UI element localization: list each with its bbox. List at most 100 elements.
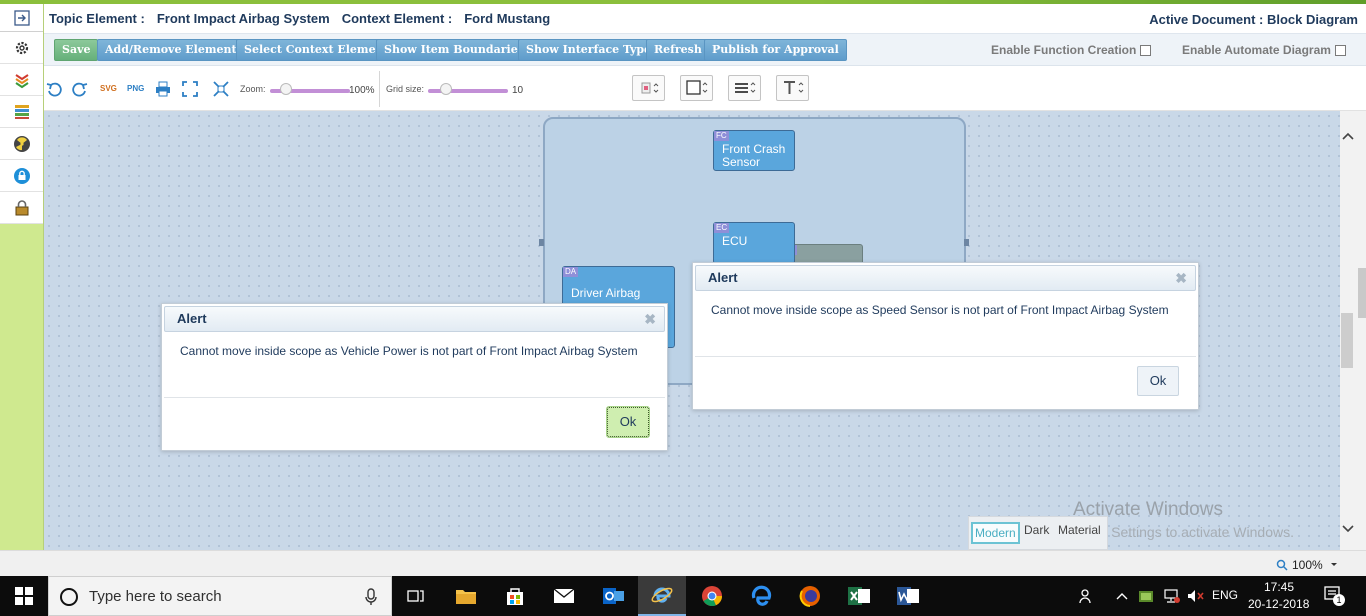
block-label: ECU — [722, 234, 748, 248]
padlock-icon — [15, 199, 28, 215]
enable-automate-diagram-option[interactable]: Enable Automate Diagram — [1182, 43, 1346, 57]
page-scrollbar-thumb[interactable] — [1358, 268, 1366, 318]
border-style-dropdown[interactable] — [680, 75, 713, 101]
save-button[interactable]: Save — [54, 39, 99, 61]
grid-size-slider-knob[interactable] — [440, 83, 452, 95]
show-interface-type-button[interactable]: Show Interface Type — [518, 39, 660, 61]
block-label: Driver Airbag — [571, 286, 641, 300]
zoom-slider-knob[interactable] — [280, 83, 292, 95]
people-icon[interactable] — [1079, 588, 1095, 604]
alert-title-text: Alert — [708, 270, 738, 285]
fill-color-dropdown[interactable] — [632, 75, 665, 101]
internet-explorer-icon — [651, 587, 673, 603]
theme-dark-button[interactable]: Dark — [1024, 523, 1050, 537]
sidebar-item-security[interactable] — [0, 192, 43, 224]
taskbar-file-explorer[interactable] — [442, 576, 490, 616]
collapse-sidebar-button[interactable] — [0, 4, 43, 32]
close-icon[interactable]: ✖ — [1175, 270, 1187, 286]
undo-icon[interactable] — [46, 81, 62, 97]
scroll-up-icon[interactable] — [1342, 131, 1354, 141]
taskbar-edge[interactable] — [737, 576, 785, 616]
export-png-button[interactable]: PNG — [127, 80, 147, 98]
export-svg-button[interactable]: SVG — [100, 80, 120, 98]
scroll-down-icon[interactable] — [1342, 524, 1354, 534]
zoom-value: 100% — [349, 85, 375, 96]
show-hidden-icons-chevron[interactable] — [1116, 591, 1128, 601]
topic-element-value: Front Impact Airbag System — [156, 11, 330, 26]
alert-dialog-vehicle-power: Alert ✖ Cannot move inside scope as Vehi… — [161, 303, 668, 451]
store-bag-icon — [507, 588, 523, 605]
select-context-element-button[interactable]: Select Context Element — [236, 39, 397, 61]
taskbar-firefox[interactable] — [786, 576, 834, 616]
taskbar-chrome[interactable] — [688, 576, 736, 616]
scrollbar-thumb[interactable] — [1341, 313, 1353, 368]
enable-automate-diagram-checkbox[interactable] — [1334, 44, 1346, 56]
fit-to-screen-icon[interactable] — [182, 81, 198, 97]
dialog-divider — [164, 397, 665, 398]
enable-function-creation-checkbox[interactable] — [1140, 44, 1152, 56]
alert-dialog-title: Alert ✖ — [164, 306, 665, 332]
sidebar-item-lock[interactable] — [0, 160, 43, 192]
sidebar-item-stack[interactable] — [0, 96, 43, 128]
start-button[interactable] — [0, 576, 48, 616]
clock-time[interactable]: 17:45 — [1264, 580, 1295, 594]
line-style-dropdown[interactable] — [728, 75, 761, 101]
taskbar-excel[interactable] — [835, 576, 883, 616]
ok-button[interactable]: Ok — [606, 406, 650, 438]
clock-date[interactable]: 20-12-2018 — [1248, 597, 1310, 611]
block-label-line2: Sensor — [722, 155, 761, 169]
sidebar-item-hazard[interactable] — [0, 128, 43, 160]
network-icon[interactable] — [1163, 588, 1181, 604]
zoom-slider-track[interactable] — [270, 89, 350, 93]
lock-badge-icon — [13, 167, 30, 184]
mail-envelope-icon — [553, 588, 575, 603]
microphone-icon[interactable] — [365, 588, 377, 606]
line-weight-icon — [734, 82, 755, 93]
header-bar: Topic Element : Front Impact Airbag Syst… — [44, 4, 1366, 34]
enable-function-creation-option[interactable]: Enable Function Creation — [991, 43, 1152, 57]
tray-app-icon[interactable] — [1138, 588, 1154, 604]
active-document-label: Active Document : Block Diagram — [1149, 12, 1358, 27]
refresh-button[interactable]: Refresh — [646, 39, 710, 61]
taskbar-mail[interactable] — [540, 576, 588, 616]
taskbar-search-box[interactable]: Type here to search — [48, 576, 392, 616]
redo-icon[interactable] — [72, 81, 88, 97]
scope-resize-handle-right[interactable] — [964, 239, 969, 246]
taskbar-store[interactable] — [491, 576, 539, 616]
top-accent-bar — [0, 0, 1366, 4]
taskbar-word[interactable] — [884, 576, 932, 616]
grid-size-slider-track[interactable] — [428, 89, 508, 93]
sidebar-item-layers[interactable] — [0, 64, 43, 96]
canvas-toolbar: SVG PNG Zoom: 100% Grid size: 10 — [44, 67, 1366, 111]
ok-button[interactable]: Ok — [1137, 366, 1179, 396]
action-toolbar: Save Add/Remove Elements Select Context … — [44, 34, 1366, 66]
scope-resize-handle-left[interactable] — [539, 239, 544, 246]
notification-count-badge: 1 — [1333, 594, 1345, 606]
block-ecu[interactable]: EC ECU — [713, 222, 795, 264]
close-icon[interactable]: ✖ — [644, 311, 656, 327]
taskbar-outlook[interactable] — [590, 576, 638, 616]
volume-muted-icon[interactable] — [1187, 588, 1205, 604]
theme-modern-button[interactable]: Modern — [971, 522, 1020, 544]
gear-icon — [15, 41, 28, 54]
actual-size-icon[interactable] — [213, 81, 229, 97]
task-view-button[interactable] — [392, 576, 440, 616]
theme-material-button[interactable]: Material — [1058, 523, 1101, 537]
print-icon[interactable] — [155, 81, 171, 97]
canvas-vertical-scrollbar[interactable] — [1340, 111, 1366, 550]
taskbar-internet-explorer[interactable] — [638, 576, 686, 616]
publish-for-approval-button[interactable]: Publish for Approval — [704, 39, 847, 61]
language-indicator[interactable]: ENG — [1212, 588, 1239, 602]
add-remove-elements-button[interactable]: Add/Remove Elements — [97, 39, 251, 61]
show-item-boundaries-button[interactable]: Show Item Boundaries — [376, 39, 532, 61]
alert-title-text: Alert — [177, 311, 207, 326]
radiation-icon — [13, 135, 30, 152]
browser-zoom-control[interactable]: 100% — [1276, 558, 1341, 572]
action-center-button[interactable]: 1 — [1323, 585, 1347, 607]
text-style-dropdown[interactable] — [776, 75, 809, 101]
sidebar-item-settings[interactable] — [0, 32, 43, 64]
windows-logo-icon — [15, 587, 33, 605]
excel-icon — [848, 587, 870, 605]
